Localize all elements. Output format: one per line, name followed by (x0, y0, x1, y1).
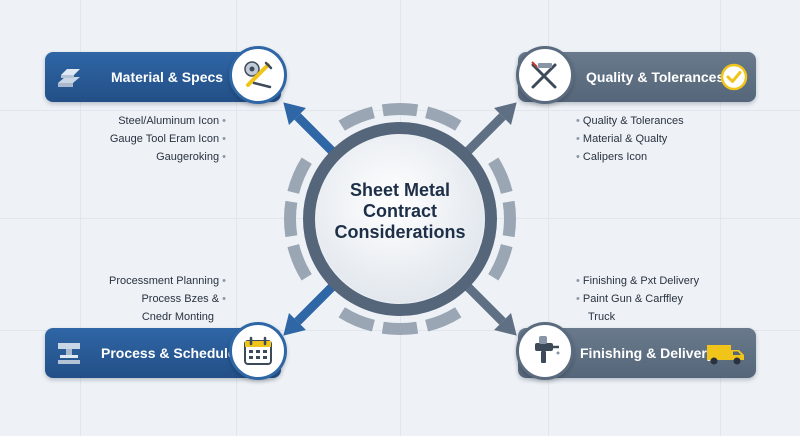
process-schedule-node[interactable]: Process & Schedule (45, 322, 287, 380)
bullet-item: Processment Planning (109, 272, 226, 290)
center-title-line-3: Considerations (334, 222, 466, 242)
checkmark-icon (720, 63, 748, 91)
paint-gun-icon (516, 322, 574, 380)
quality-tolerances-bullets: Quality & Tolerances Material & Qualty C… (576, 112, 684, 166)
center-disc (316, 135, 484, 303)
ring-segment (338, 307, 375, 332)
center-title: Sheet Metal Contract Considerations (325, 180, 475, 243)
ring-segment (425, 307, 462, 332)
material-specs-bullets: Steel/Aluminum Icon Gauge Tool Eram Icon… (110, 112, 226, 166)
bullet-item: Paint Gun & Carffley (576, 290, 699, 308)
arrow-to-process-schedule (283, 282, 337, 336)
bullet-item: Material & Qualty (576, 130, 684, 148)
process-schedule-label: Process & Schedule (101, 345, 236, 361)
inner-ring (303, 122, 497, 316)
arrow-to-material-specs (283, 102, 337, 156)
caliper-wrench-icon (229, 46, 287, 104)
bullet-item: Truck (588, 311, 616, 323)
finishing-delivery-node[interactable]: Finishing & Delivery (516, 322, 756, 380)
bullet-item: Cnedr Monting (141, 311, 214, 323)
ring-segment (488, 244, 513, 281)
truck-icon (707, 345, 744, 365)
ring-segment (338, 106, 375, 131)
finishing-delivery-label: Finishing & Delivery (580, 345, 715, 361)
press-machine-icon (58, 343, 80, 364)
ring-segment (381, 103, 419, 117)
center-title-line-2: Contract (362, 201, 437, 221)
bullet-item: Steel/Aluminum Icon (110, 112, 226, 130)
finishing-delivery-bullets: Finishing & Pxt Delivery Paint Gun & Car… (576, 272, 699, 326)
calendar-icon (229, 322, 287, 380)
ring-segment (425, 106, 462, 131)
material-specs-label: Material & Specs (111, 69, 224, 85)
material-specs-node[interactable]: Material & Specs (45, 46, 287, 104)
ring-segment (287, 244, 312, 281)
arrow-to-finishing-delivery (463, 282, 517, 336)
ring-segment (287, 157, 312, 194)
ring-segment (381, 321, 419, 335)
bullet-item: Calipers Icon (576, 148, 684, 166)
bullet-item: Process Bzes & (109, 290, 226, 308)
ring-segment (502, 200, 516, 238)
process-schedule-bullets: Processment Planning Process Bzes & Cned… (109, 272, 226, 326)
bullet-item: Finishing & Pxt Delivery (576, 272, 699, 290)
quality-tolerances-label: Quality & Tolerances (586, 69, 725, 85)
ring-segment (488, 157, 513, 194)
arrow-to-quality-tolerances (463, 102, 517, 156)
quality-tolerances-node[interactable]: Quality & Tolerances (516, 46, 756, 104)
center-title-line-1: Sheet Metal (349, 180, 451, 200)
bullet-item: Gaugeroking (110, 148, 226, 166)
bullet-item: Gauge Tool Eram Icon (110, 130, 226, 148)
bullet-item: Quality & Tolerances (576, 112, 684, 130)
ring-segment (283, 200, 298, 238)
calipers-icon (516, 46, 574, 104)
steel-beam-icon (58, 69, 80, 87)
